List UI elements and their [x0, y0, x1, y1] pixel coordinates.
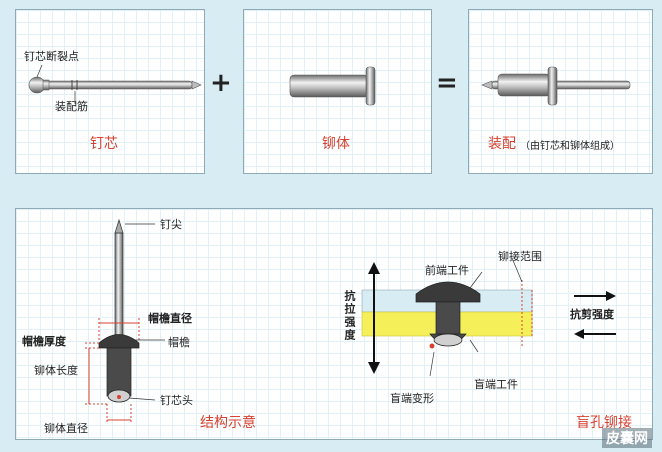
shear-strength-label: 抗剪强度 [570, 308, 614, 321]
rivet-body-drawing [289, 66, 376, 106]
rivet-range-label: 铆接范围 [498, 250, 542, 263]
pin-head-label: 钉芯头 [160, 394, 193, 407]
blind-rivet-drawing [361, 257, 616, 377]
fit-groove-label: 装配筋 [55, 100, 88, 113]
assembly-drawing [481, 66, 631, 106]
pin-tip-label: 钉尖 [160, 218, 182, 231]
cap-label: 帽檐 [168, 336, 190, 349]
assembly-caption: 装配 [488, 136, 516, 152]
blind-workpiece-label: 盲端工件 [474, 378, 518, 391]
pin-panel [15, 9, 205, 174]
body-caption: 铆体 [322, 136, 350, 152]
assembly-note: （由钉芯和铆体组成） [520, 141, 620, 152]
pin-drawing [28, 64, 202, 104]
watermark: 皮囊网 [602, 428, 652, 448]
plus-sign: + [210, 68, 232, 98]
front-workpiece-label: 前端工件 [425, 264, 469, 277]
structure-drawing [85, 218, 165, 424]
tensile-strength-label: 抗拉强度 [343, 290, 356, 342]
equals-sign: = [436, 68, 458, 98]
pin-caption: 钉芯 [90, 136, 118, 152]
body-diameter-label: 铆体直径 [44, 422, 88, 435]
cap-diameter-label: 帽檐直径 [148, 312, 192, 325]
body-length-label: 铆体长度 [34, 364, 78, 377]
body-panel [243, 9, 432, 174]
structure-caption: 结构示意 [200, 415, 256, 431]
blind-rivet-caption: 盲孔铆接 [576, 415, 632, 431]
cap-thickness-label: 帽檐厚度 [22, 335, 66, 348]
break-point-label: 钉芯断裂点 [24, 50, 79, 63]
blind-deform-label: 盲端变形 [390, 392, 434, 405]
